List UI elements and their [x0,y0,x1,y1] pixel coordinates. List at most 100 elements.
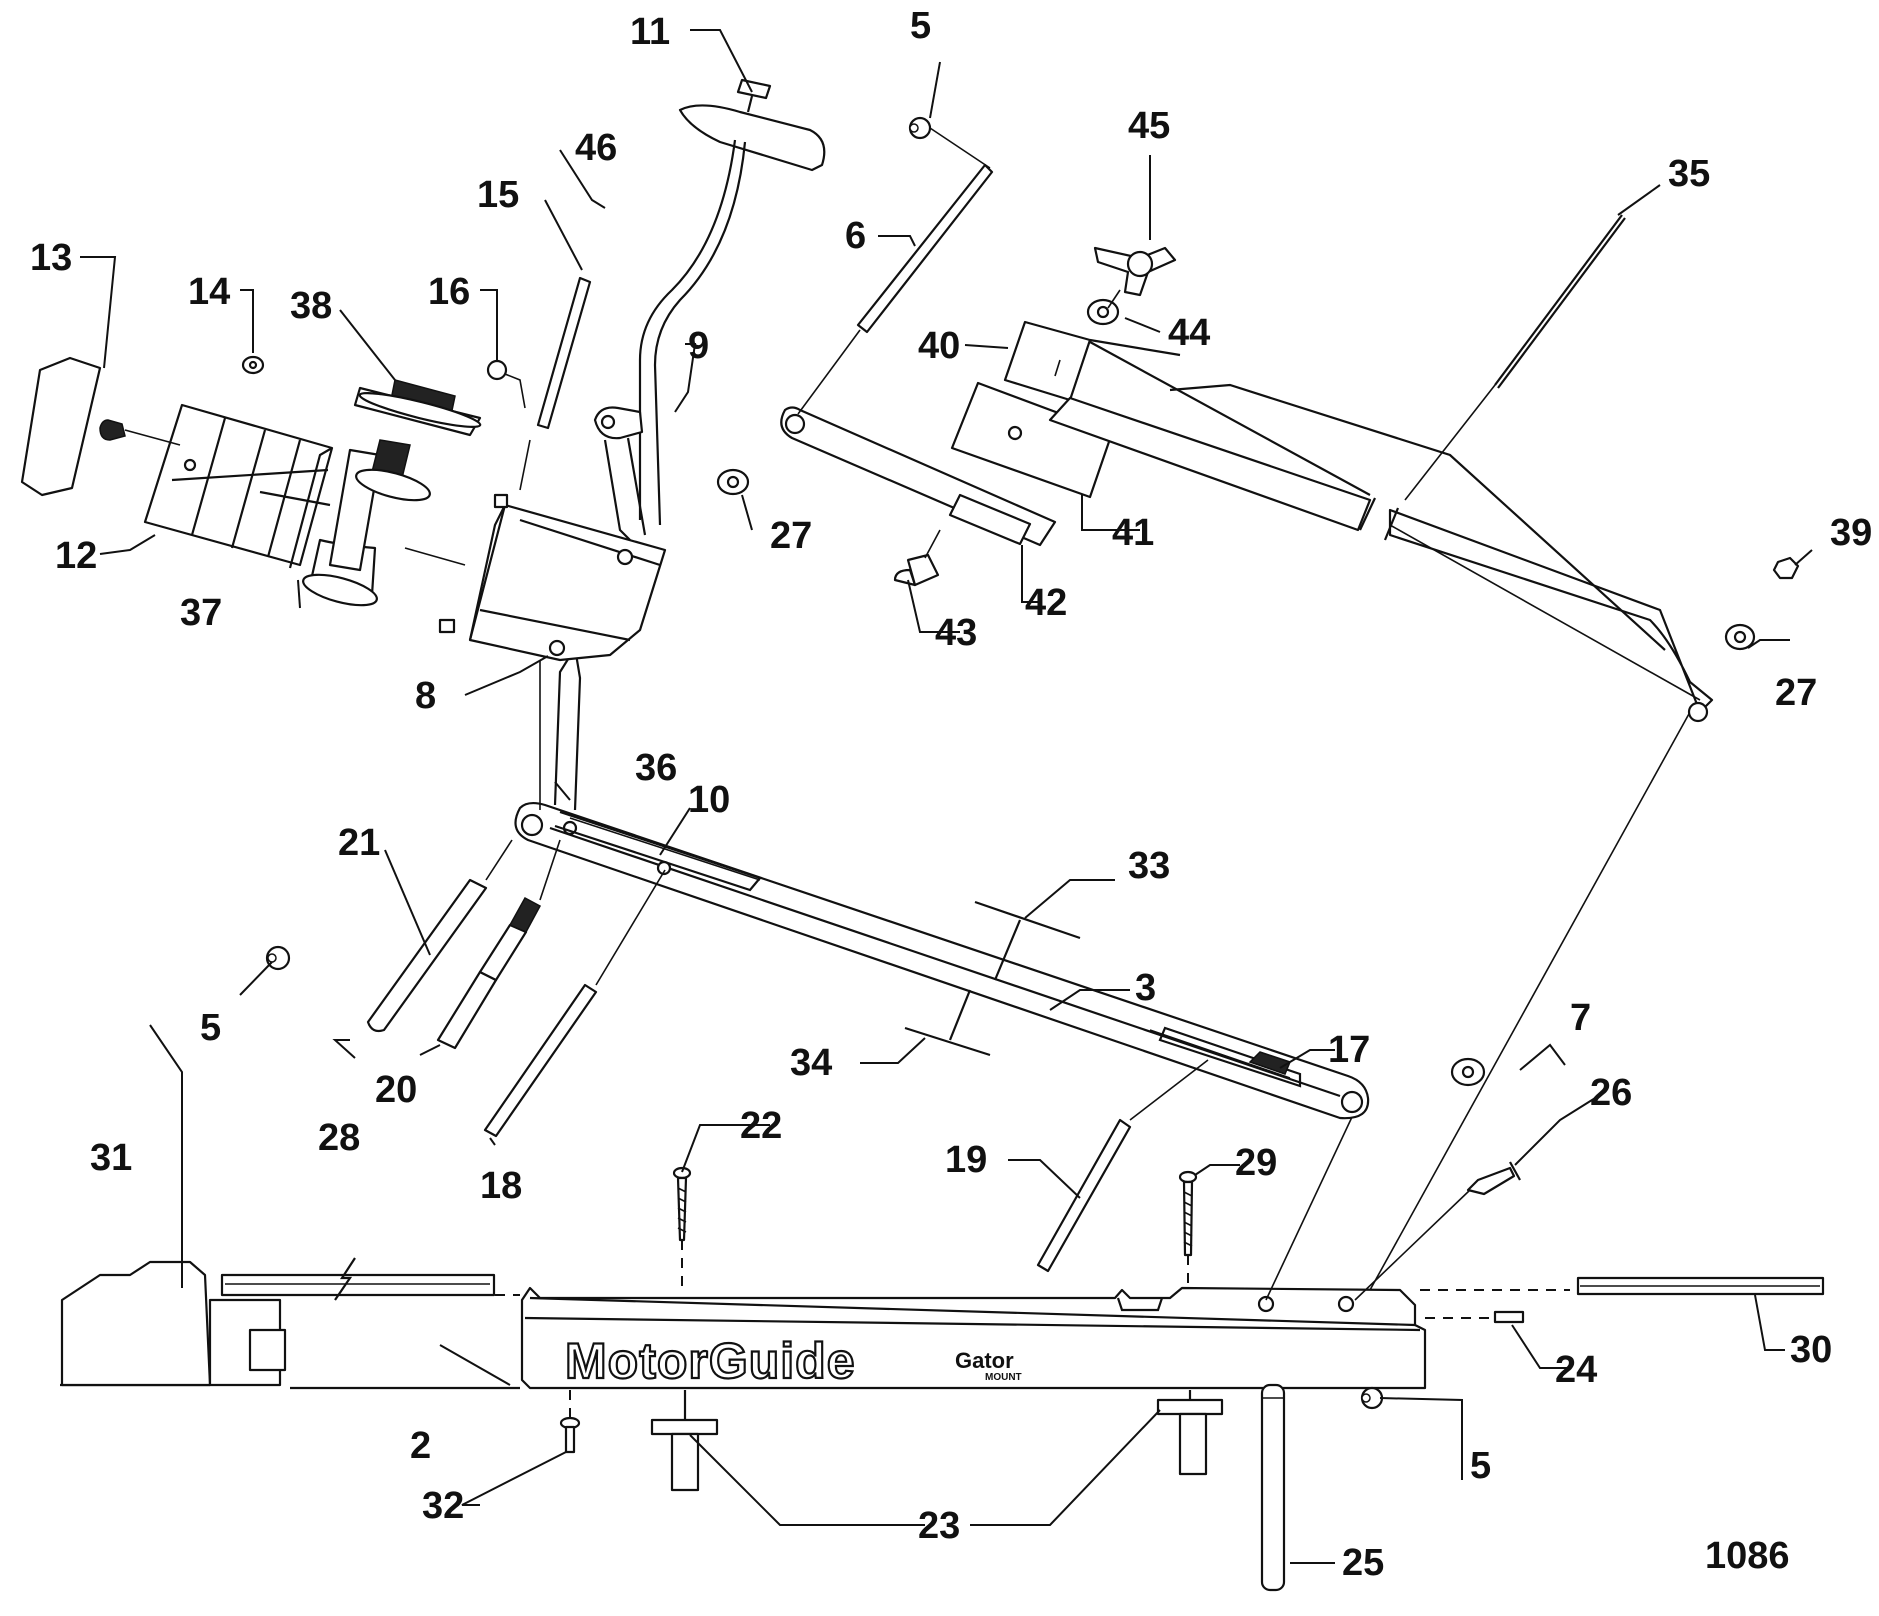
callout-20: 20 [375,1069,417,1111]
nut-part-39 [1772,556,1800,580]
assembly-line [1369,711,1691,1291]
callout-26: 26 [1590,1072,1632,1114]
callout-39: 39 [1830,512,1872,554]
callout-29: 29 [1235,1142,1277,1184]
rod-part-20 [436,839,561,1050]
e-clip-part-5-top [908,116,932,140]
callout-24: 24 [1555,1349,1597,1391]
callout-25: 25 [1342,1542,1384,1584]
rod-part-19 [1036,1059,1209,1273]
screw-part-43 [893,529,941,587]
leader-lines [80,29,1813,1564]
brand-logo: MotorGuide [565,1333,856,1389]
callout-36: 36 [635,747,677,789]
callout-22: 22 [740,1105,782,1147]
callout-7: 7 [1570,997,1591,1039]
foot-part-23-right [1156,1390,1224,1476]
callout-labels: 2 3 5 5 5 6 7 8 9 10 11 12 13 14 15 16 1… [30,5,1872,1584]
strip-part-33 [974,900,1081,981]
cap-part-38 [353,379,482,437]
link-part-42 [780,406,1057,547]
assembly-line [1265,1099,1361,1301]
washer-part-27-left [716,468,750,496]
callout-30: 30 [1790,1329,1832,1371]
rod-part-35 [1404,214,1626,501]
callout-3: 3 [1135,967,1156,1009]
callout-5-top: 5 [910,5,931,47]
callout-38: 38 [290,285,332,327]
rail-part-28 [220,1257,496,1301]
callout-8: 8 [415,675,436,717]
end-cap-part-31 [60,1260,287,1387]
callout-19: 19 [945,1139,987,1181]
washer-part-14 [241,355,265,375]
callout-18: 18 [480,1165,522,1207]
assembly-line [519,439,531,491]
clamp-part-9 [593,406,647,541]
callout-14: 14 [188,271,230,313]
e-clip-part-5-left [265,945,291,971]
handle-rod-part-46 [638,139,747,526]
callout-31: 31 [90,1137,132,1179]
pin-part-25 [1260,1383,1286,1592]
callout-16: 16 [428,271,470,313]
knob-part-13 [20,356,181,497]
figure-number: 1086 [1705,1535,1790,1577]
lower-arm-part-3 [514,801,1370,1120]
callout-6: 6 [845,215,866,257]
rail-part-30 [1576,1276,1825,1296]
assembly-line [404,547,466,566]
pin-part-15 [536,276,592,430]
callout-9: 9 [688,325,709,367]
screw-part-29 [1178,1170,1198,1257]
callout-2: 2 [410,1425,431,1467]
callout-23: 23 [918,1505,960,1547]
handle-part-11 [678,78,826,172]
callout-37: 37 [180,592,222,634]
washer-part-27-right [1724,623,1756,651]
callout-11: 11 [630,11,670,53]
callout-12: 12 [55,535,97,577]
key-part-24 [1493,1310,1525,1324]
callout-27-right: 27 [1775,672,1817,714]
callout-5-left: 5 [200,1007,221,1049]
pin-part-26 [1466,1161,1521,1196]
rod-part-18 [483,869,666,1138]
brand-sub-small: MOUNT [985,1372,1022,1383]
rod-part-21 [366,839,513,1033]
callout-41: 41 [1112,512,1154,554]
plate-part-40 [1003,320,1181,402]
callout-34: 34 [790,1042,832,1084]
callout-40: 40 [918,325,960,367]
washer-part-7 [1450,1057,1486,1087]
callout-42: 42 [1025,582,1067,624]
foot-part-23-left [650,1390,719,1492]
plate-part-41 [950,381,1114,499]
callout-21: 21 [338,822,380,864]
callout-43: 43 [935,612,977,654]
callout-44: 44 [1168,312,1210,354]
callout-10: 10 [688,779,730,821]
callout-46: 46 [575,127,617,169]
screw-part-32 [559,1416,581,1454]
callout-15: 15 [477,174,519,216]
bracket-part-8 [438,493,667,810]
screw-part-22 [672,1166,692,1242]
screw-part-16 [486,359,526,409]
e-clip-part-5-bottom [1360,1386,1384,1410]
assembly-line [1354,1189,1471,1301]
knob-part-45 [1093,246,1177,309]
callout-13: 13 [30,237,72,279]
strip-part-34 [904,989,991,1057]
callout-28: 28 [318,1117,360,1159]
block-part-12 [143,403,334,569]
spool-part-37 [302,439,431,607]
upper-arm-part-35 [1048,341,1714,723]
brand-sub-logo: Gator [955,1348,1014,1373]
callout-33: 33 [1128,845,1170,887]
rod-part-6 [797,127,994,415]
callout-17: 17 [1328,1029,1370,1071]
washer-part-44 [1086,298,1120,326]
callout-27-left: 27 [770,515,812,557]
callout-35: 35 [1668,153,1710,195]
